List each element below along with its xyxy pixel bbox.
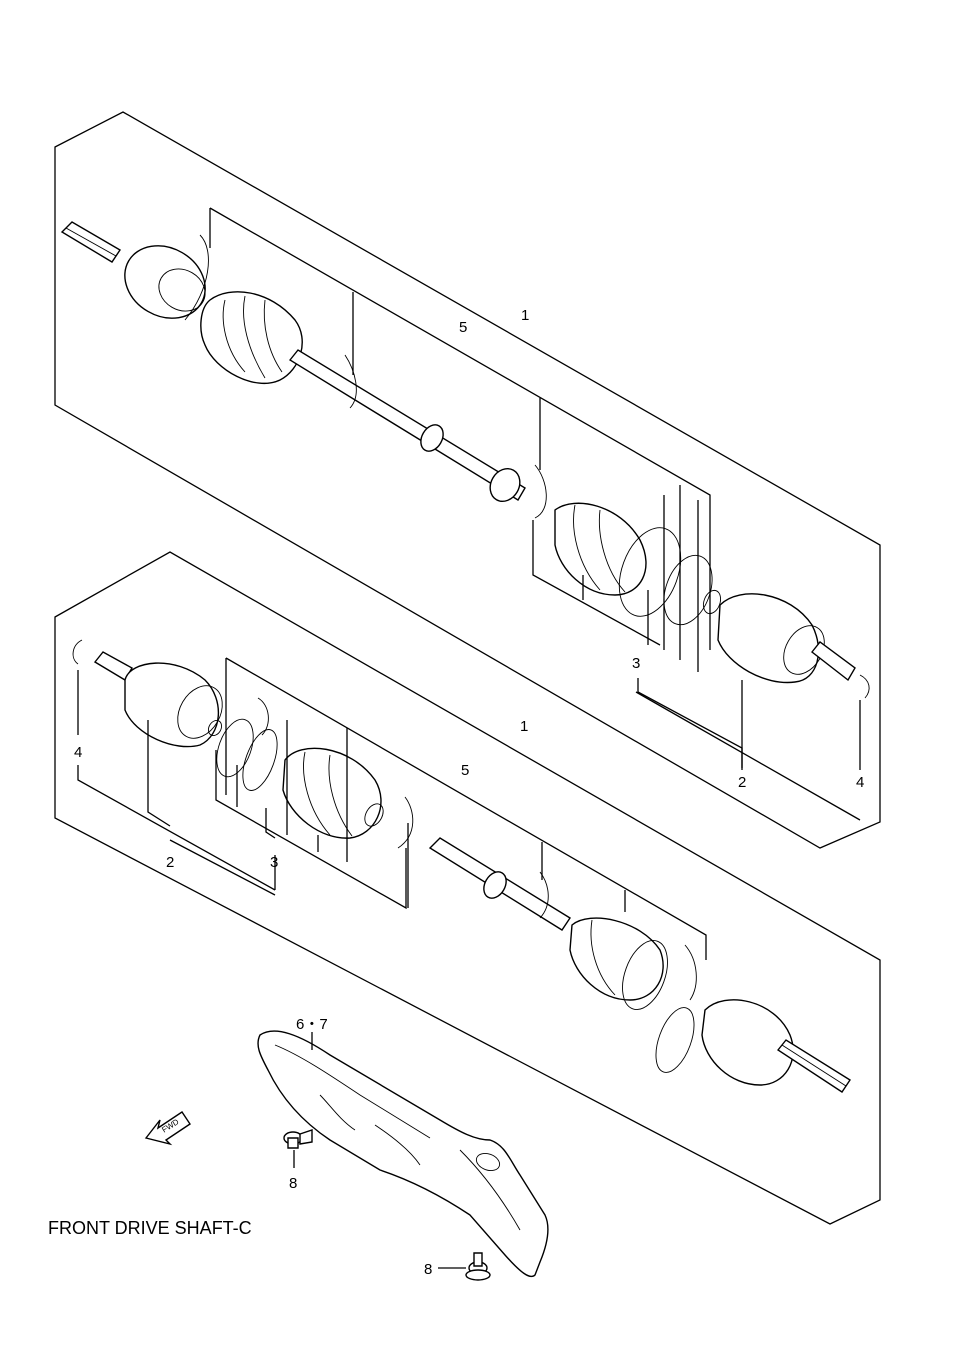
bolt-b [438, 1252, 491, 1281]
upper-callout-leaders [209, 207, 861, 821]
callout-upper-snap-ring: 4 [856, 774, 864, 791]
callout-lower-assembly: 1 [520, 718, 528, 735]
callout-upper-joint: 2 [738, 774, 746, 791]
callout-bolt-a: 8 [289, 1175, 297, 1192]
callout-lower-boot-kit: 3 [270, 854, 278, 871]
callout-lower-joint: 2 [166, 854, 174, 871]
lower-drive-shaft [72, 639, 851, 1093]
callout-heat-shield: 6・7 [296, 1016, 328, 1033]
upper-drive-shaft [60, 221, 870, 699]
callout-bolt-b: 8 [424, 1261, 432, 1278]
callout-lower-shaft: 5 [461, 762, 469, 779]
callout-lower-snap-ring: 4 [74, 744, 82, 761]
fwd-arrow-icon: FWD [144, 1111, 191, 1146]
heat-shield [257, 1030, 549, 1278]
callout-upper-boot-kit: 3 [632, 655, 640, 672]
bolt-a [283, 1129, 313, 1168]
callout-upper-assembly: 1 [521, 307, 529, 324]
lower-callout-leaders [77, 657, 707, 960]
upper-assembly-frame [54, 111, 881, 849]
diagram-caption: FRONT DRIVE SHAFT-C [48, 1218, 252, 1238]
callout-upper-shaft: 5 [459, 319, 467, 336]
lower-assembly-frame [54, 551, 881, 1225]
